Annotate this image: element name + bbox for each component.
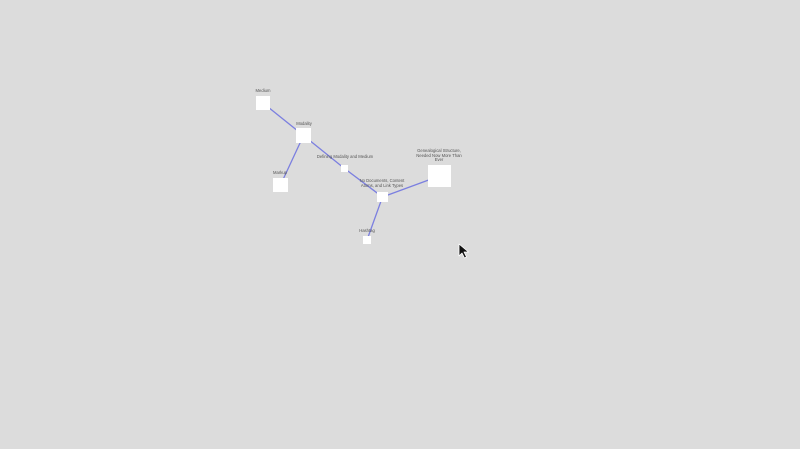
graph-node-markup[interactable] bbox=[273, 178, 288, 192]
node-label-markup: Markup bbox=[273, 170, 287, 175]
node-label-documents: No Documents, Content Atoms, and Link Ty… bbox=[359, 178, 405, 188]
graph-node-hashtag[interactable] bbox=[363, 236, 371, 244]
graph-node-documents[interactable] bbox=[377, 192, 388, 202]
node-label-medium: Medium bbox=[255, 88, 271, 93]
node-label-defining: Defining Modality and Medium bbox=[316, 154, 374, 159]
graph-node-medium[interactable] bbox=[256, 96, 270, 110]
node-label-genealogical: Genealogical Structure, Needed Now More … bbox=[416, 148, 462, 163]
graph-node-defining[interactable] bbox=[341, 165, 348, 172]
graph-node-genealogical[interactable] bbox=[428, 165, 451, 187]
node-label-modality: Modality bbox=[296, 121, 312, 126]
graph-node-modality[interactable] bbox=[296, 128, 311, 143]
arrow-cursor-icon bbox=[458, 243, 469, 259]
node-label-hashtag: Hashtag bbox=[359, 228, 375, 233]
